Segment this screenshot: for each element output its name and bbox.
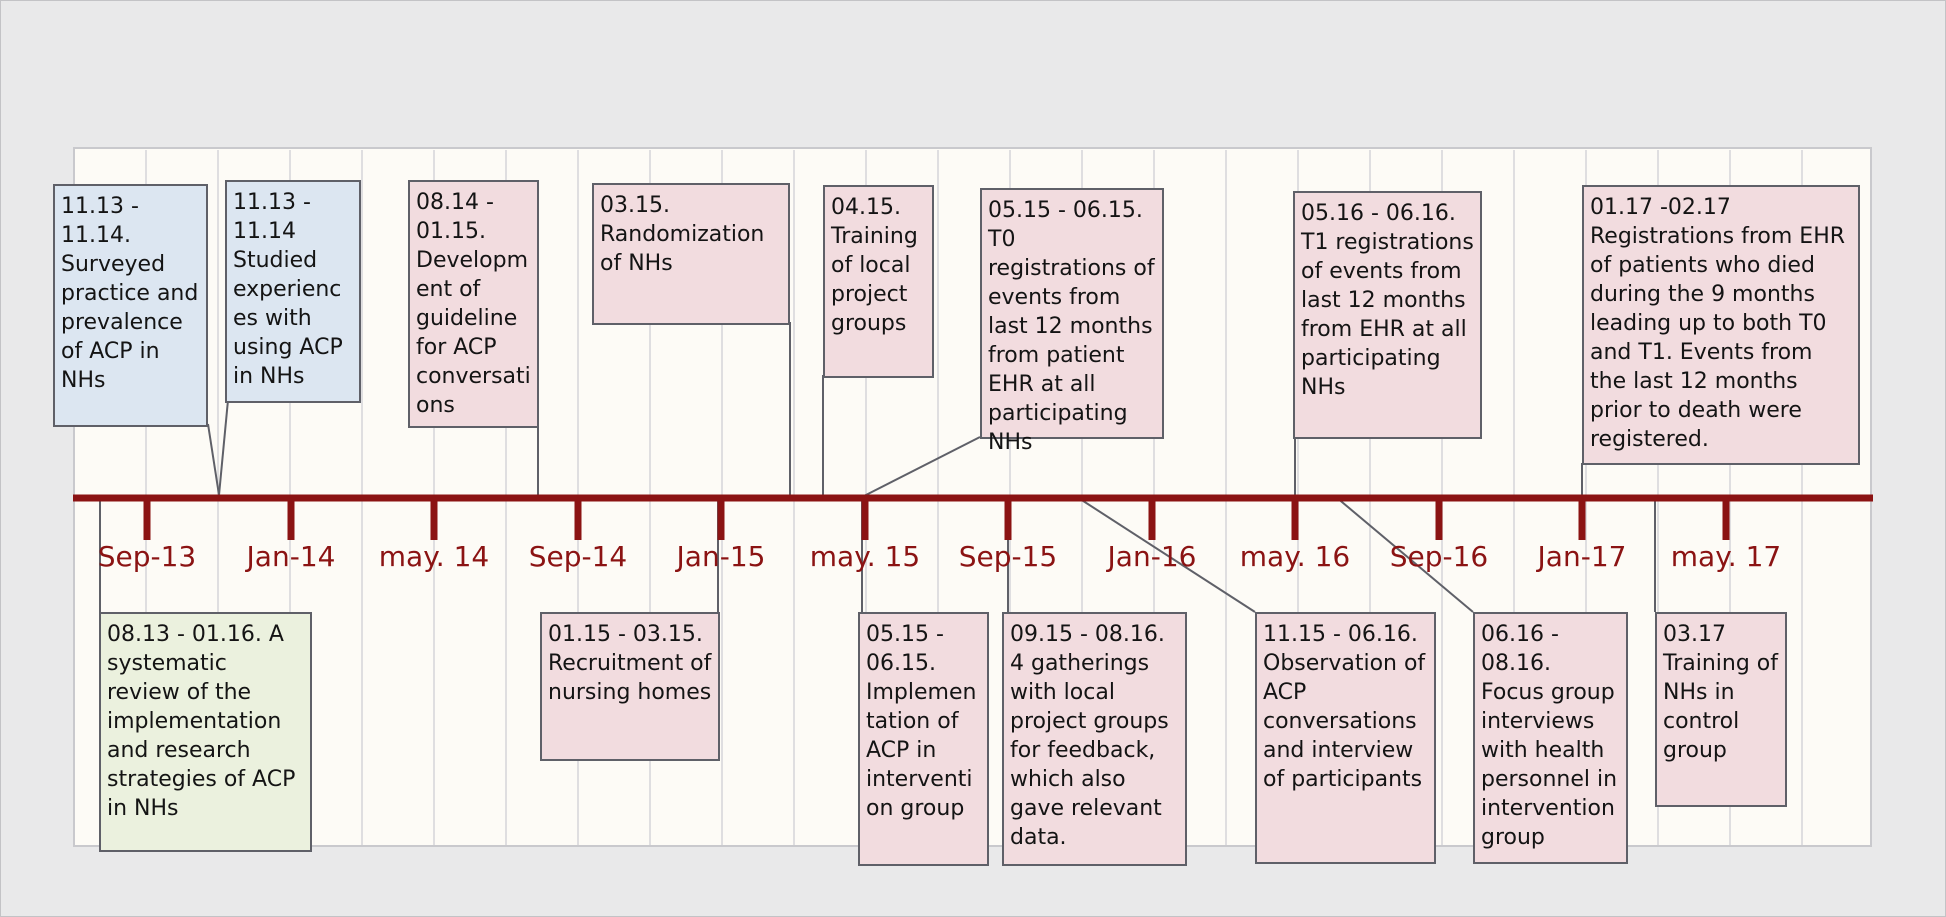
- event-guideline-development: 08.14 - 01.15. Development of guideline …: [408, 180, 539, 428]
- tick-label-may-17: may. 17: [1670, 540, 1782, 573]
- event-randomization: 03.15. Randomization of NHs: [592, 183, 790, 325]
- connector-line: [1076, 496, 1256, 613]
- event-t1-registrations: 05.16 - 06.16. T1 registrations of event…: [1293, 191, 1482, 439]
- tick-label-sep-16: Sep-16: [1389, 540, 1489, 573]
- tick-label-jan-15: Jan-15: [676, 540, 766, 573]
- event-studied-experiences: 11.13 - 11.14 Studied experiences with u…: [225, 180, 361, 403]
- event-implementation: 05.15 - 06.15. Implementation of ACP in …: [858, 612, 989, 866]
- tick-label-may-14: may. 14: [378, 540, 490, 573]
- tick-label-may-15: may. 15: [809, 540, 921, 573]
- event-survey-practice: 11.13 - 11.14. Surveyed practice and pre…: [53, 184, 208, 427]
- tick-label-jan-16: Jan-16: [1107, 540, 1197, 573]
- event-observation: 11.15 - 06.16. Observation of ACP conver…: [1255, 612, 1436, 864]
- tick-label-jan-14: Jan-14: [246, 540, 336, 573]
- event-focus-group: 06.16 - 08.16. Focus group interviews wi…: [1473, 612, 1628, 864]
- timeline-axis: [73, 494, 1873, 540]
- tick-label-sep-13: Sep-13: [97, 540, 197, 573]
- event-ehr-registrations-deceased: 01.17 -02.17 Registrations from EHR of p…: [1582, 185, 1860, 465]
- tick-label-may-16: may. 16: [1239, 540, 1351, 573]
- tick-label-jan-17: Jan-17: [1537, 540, 1627, 573]
- event-training-local-groups: 04.15. Training of local project groups: [823, 185, 934, 378]
- event-gatherings: 09.15 - 08.16. 4 gatherings with local p…: [1002, 612, 1187, 866]
- event-t0-registrations: 05.15 - 06.15. T0 registrations of event…: [980, 188, 1164, 455]
- event-systematic-review: 08.13 - 01.16. A systematic review of th…: [99, 612, 312, 852]
- tick-label-sep-14: Sep-14: [528, 540, 628, 573]
- connector-line: [207, 423, 220, 496]
- event-recruitment: 01.15 - 03.15. Recruitment of nursing ho…: [540, 612, 720, 761]
- connector-line: [861, 436, 981, 498]
- connector-line: [218, 399, 229, 496]
- tick-label-sep-15: Sep-15: [958, 540, 1058, 573]
- connector-line: [1335, 496, 1474, 613]
- event-training-control: 03.17 Training of NHs in control group: [1655, 612, 1787, 807]
